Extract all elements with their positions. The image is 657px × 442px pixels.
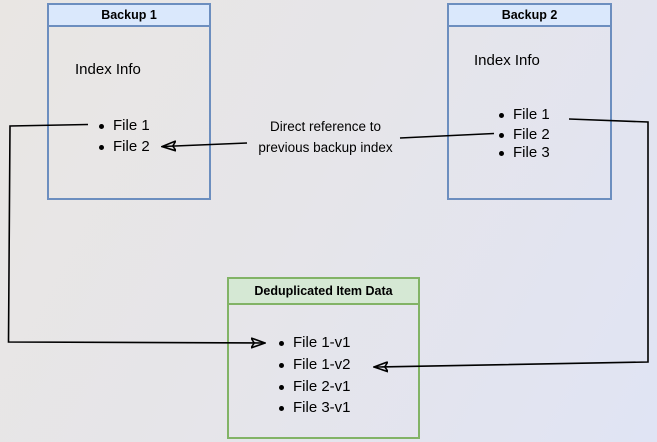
arrow-backup1-file1-to-dedup: [7, 123, 265, 344]
arrow-backup2-file1-to-dedup: [375, 118, 649, 367]
backup1-list-item: File 2: [99, 138, 150, 156]
backup1-title: Backup 1: [49, 5, 209, 27]
dedup-list-item: File 1-v2: [279, 356, 351, 374]
backup2-list-item: File 2: [499, 126, 550, 144]
backup2-list-item: File 3: [499, 144, 550, 162]
backup2-index-info-label: Index Info: [474, 52, 540, 69]
bullet-icon: [279, 384, 284, 390]
bullet-icon: [499, 112, 504, 118]
arrow-backup2-file2-line-right-segment: [399, 132, 495, 139]
edge-annotation-line2: previous backup index: [258, 140, 393, 155]
edge-annotation-line1: Direct reference to: [269, 119, 382, 134]
backup1-index-info-label: Index Info: [75, 61, 141, 78]
backup2-title: Backup 2: [449, 5, 610, 27]
bullet-icon: [99, 123, 104, 129]
dedup-list-item: File 2-v1: [279, 378, 351, 396]
backup1-box: Backup 1: [47, 3, 211, 200]
backup2-list-item: File 1: [499, 106, 550, 124]
deduplicated-item-data-box: Deduplicated Item Data: [227, 277, 420, 439]
bullet-icon: [499, 150, 504, 156]
backup2-box: Backup 2: [447, 3, 612, 200]
bullet-icon: [499, 132, 504, 138]
dedup-list-item: File 1-v1: [279, 334, 351, 352]
dedup-list-item: File 3-v1: [279, 399, 351, 417]
bullet-icon: [279, 405, 284, 411]
backup1-list-item: File 1: [99, 117, 150, 135]
arrow-backup2-file2-to-backup1-file2: [163, 143, 248, 147]
dedup-title: Deduplicated Item Data: [229, 279, 418, 305]
edge-annotation: Direct reference to previous backup inde…: [238, 116, 413, 158]
bullet-icon: [99, 144, 104, 150]
bullet-icon: [279, 340, 284, 346]
bullet-icon: [279, 362, 284, 368]
